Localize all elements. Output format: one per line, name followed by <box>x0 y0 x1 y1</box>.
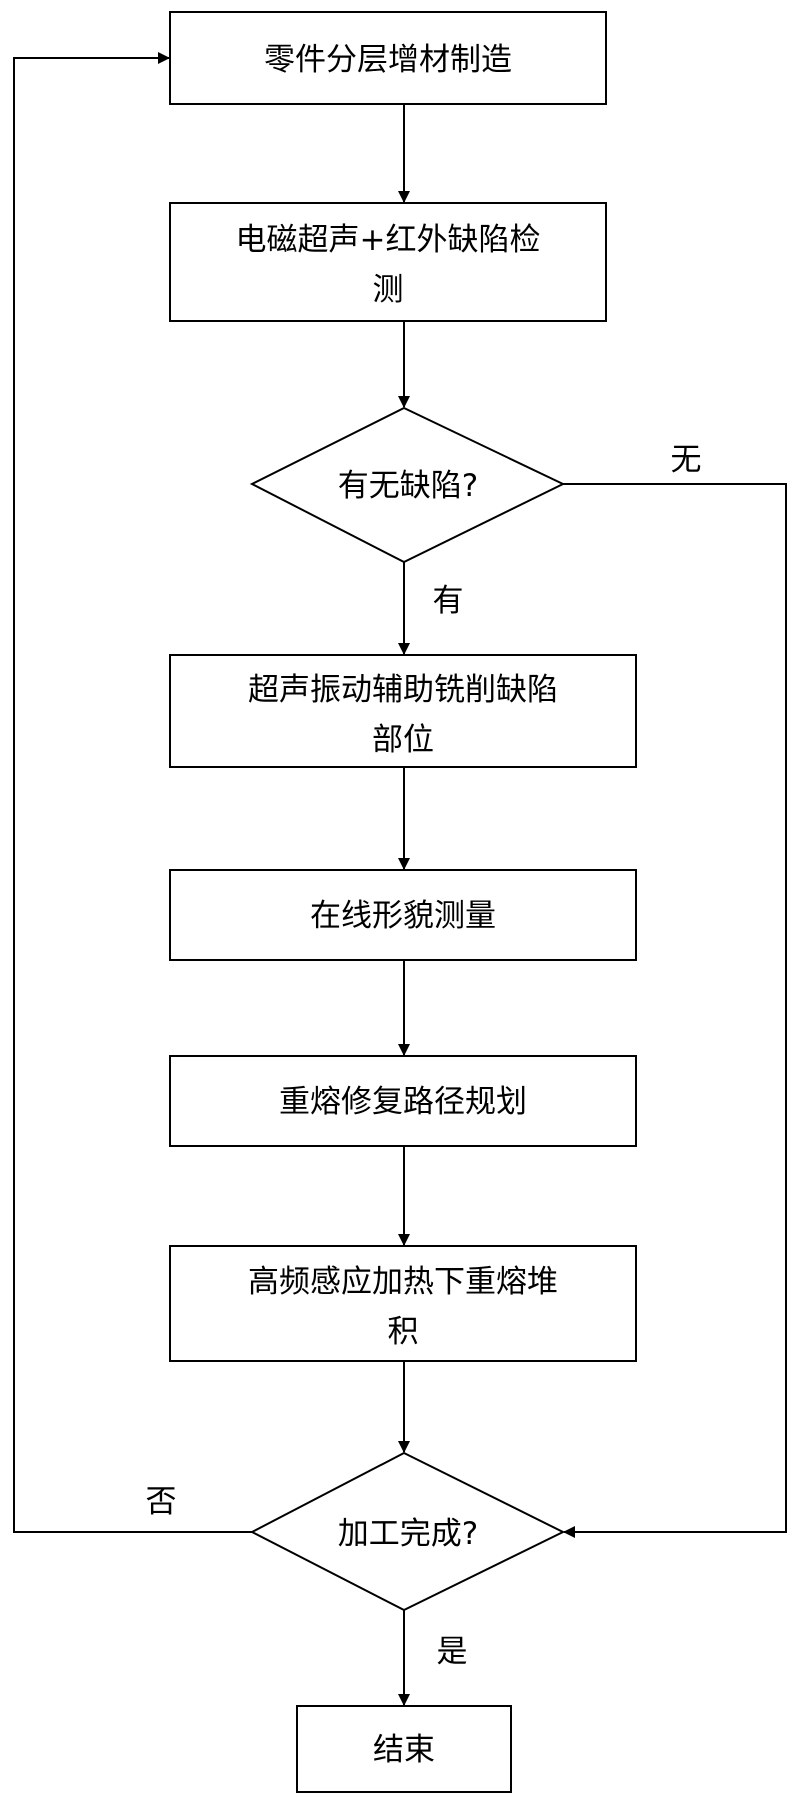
decision-defect-check-label: 有无缺陷? <box>338 468 478 504</box>
node-layered-am: 零件分层增材制造 <box>169 11 607 105</box>
node-remelting-label-line1: 高频感应加热下重熔堆 <box>248 1264 558 1300</box>
node-remelting: 高频感应加热下重熔堆 积 <box>169 1245 637 1362</box>
edge-label-not-done: 否 <box>146 1484 177 1520</box>
node-measurement-label: 在线形貌测量 <box>310 898 496 934</box>
node-detection-label-line1: 电磁超声+红外缺陷检 <box>236 222 541 258</box>
node-layered-am-label: 零件分层增材制造 <box>264 42 512 78</box>
edge-label-no-defect: 无 <box>671 442 702 478</box>
decision-done-check-label: 加工完成? <box>338 1516 478 1552</box>
edge-label-done: 是 <box>437 1634 468 1670</box>
node-milling: 超声振动辅助铣削缺陷 部位 <box>169 654 637 768</box>
node-milling-label-line2: 部位 <box>372 722 434 758</box>
edge-label-has-defect: 有 <box>433 583 464 619</box>
node-measurement: 在线形貌测量 <box>169 869 637 961</box>
node-path-planning-label: 重熔修复路径规划 <box>279 1084 527 1120</box>
node-end: 结束 <box>296 1705 512 1793</box>
decision-done-check: 加工完成? <box>249 1451 566 1612</box>
node-remelting-label-line2: 积 <box>388 1314 419 1350</box>
node-detection: 电磁超声+红外缺陷检 测 <box>169 202 607 322</box>
arrow-not-done-loop <box>13 52 252 1533</box>
arrow-no-defect-bypass <box>563 483 787 1538</box>
node-detection-label-line2: 测 <box>373 272 404 308</box>
decision-defect-check: 有无缺陷? <box>249 406 566 564</box>
node-path-planning: 重熔修复路径规划 <box>169 1055 637 1147</box>
node-end-label: 结束 <box>373 1732 435 1768</box>
node-milling-label-line1: 超声振动辅助铣削缺陷 <box>248 672 558 708</box>
